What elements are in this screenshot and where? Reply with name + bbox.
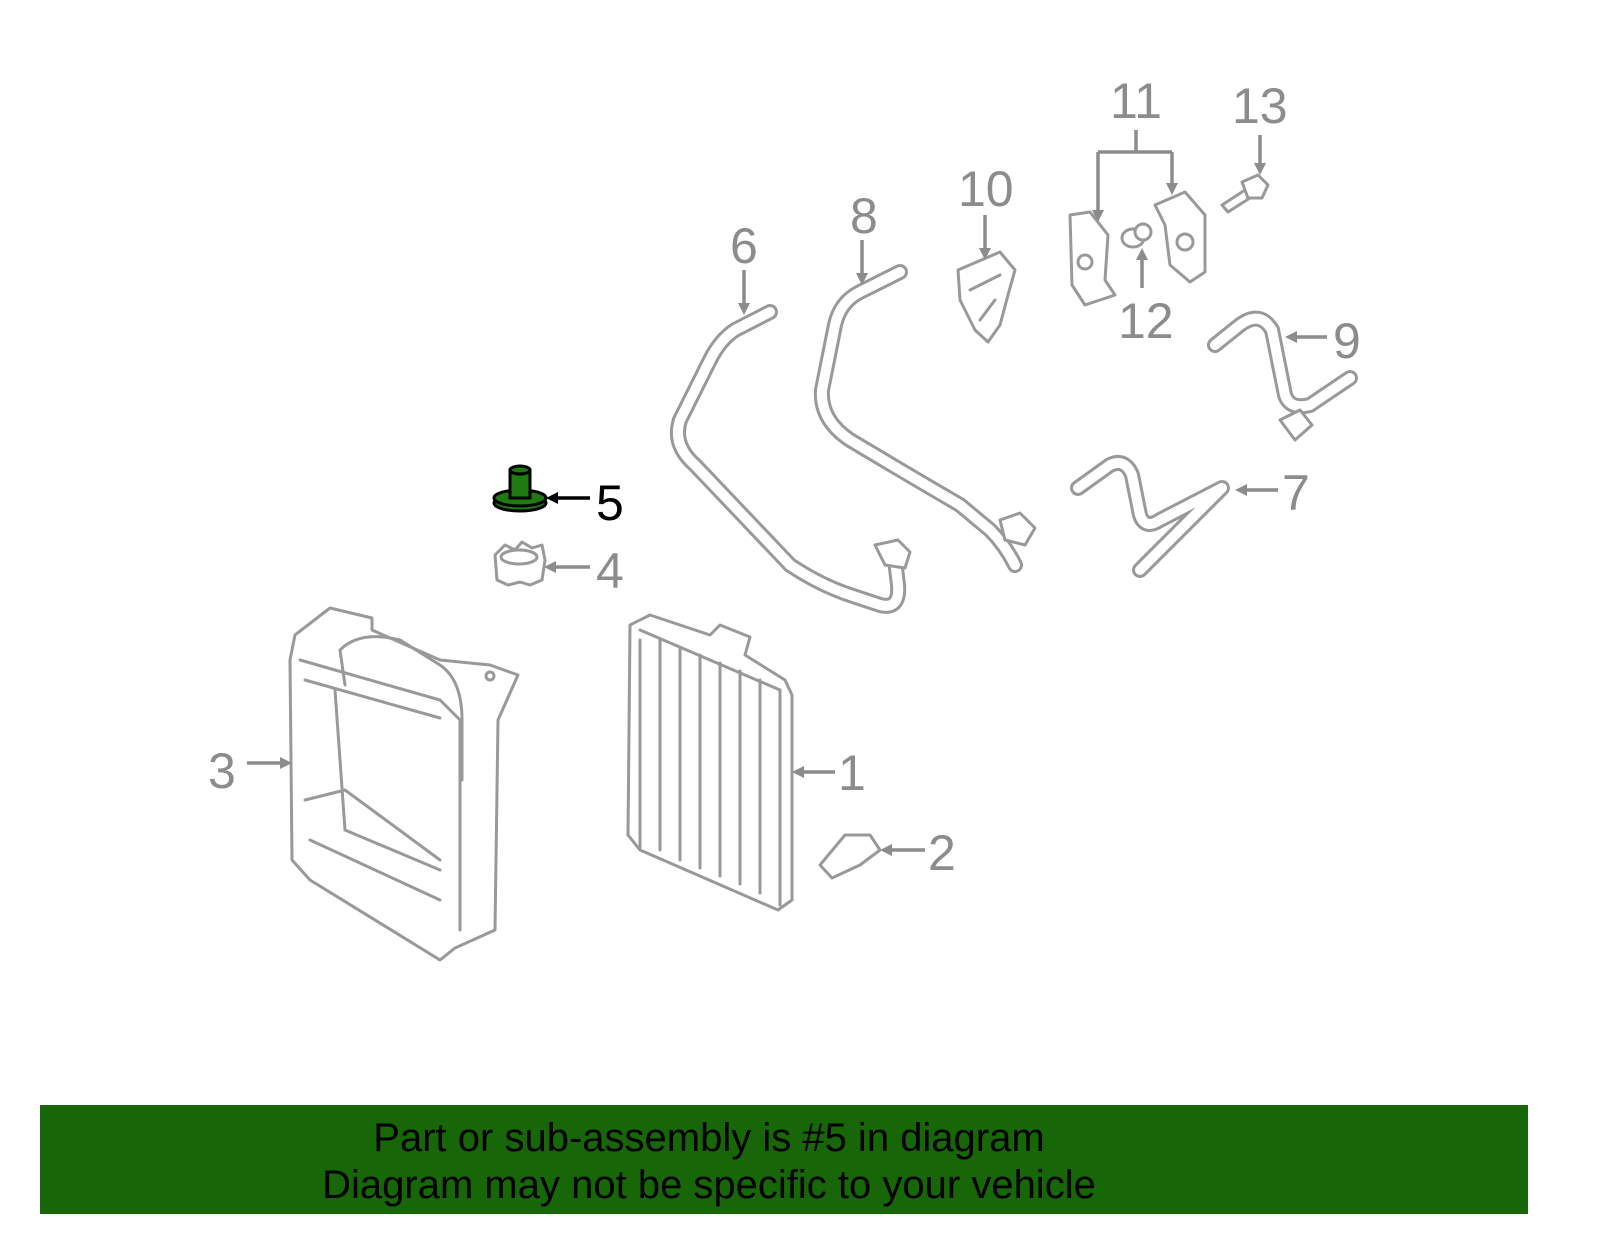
info-banner: Part or sub-assembly is #5 in diagram Di…	[40, 1105, 1528, 1214]
part-4-nut[interactable]	[493, 540, 547, 587]
callout-12: 12	[1118, 293, 1174, 349]
part-13-bolt[interactable]	[1220, 173, 1270, 214]
part-5-highlighted[interactable]	[492, 464, 548, 513]
callout-11: 11	[1110, 73, 1162, 129]
callout-1: 1	[838, 745, 866, 801]
part-7-hose[interactable]	[1070, 455, 1230, 578]
callout-arrows	[247, 130, 1327, 856]
part-9-hose[interactable]	[1207, 310, 1358, 442]
banner-line-1: Part or sub-assembly is #5 in diagram	[373, 1116, 1045, 1160]
callout-13: 13	[1232, 78, 1288, 134]
part-10-clip[interactable]	[956, 250, 1017, 344]
part-12-grommet[interactable]	[1120, 222, 1153, 249]
callout-9: 9	[1333, 313, 1361, 369]
callout-2: 2	[928, 825, 956, 881]
part-11-brackets[interactable]	[1068, 190, 1207, 307]
callout-5: 5	[596, 475, 624, 531]
part-3-shroud[interactable]	[288, 606, 520, 962]
callout-7: 7	[1282, 465, 1310, 521]
part-1-cooler[interactable]	[626, 613, 794, 912]
part-8-hose[interactable]	[813, 264, 1037, 573]
callout-8: 8	[850, 188, 878, 244]
callout-3: 3	[208, 743, 236, 799]
callout-10: 10	[958, 161, 1014, 217]
part-2-bracket[interactable]	[818, 833, 882, 880]
part-6-hose[interactable]	[669, 304, 912, 614]
banner-line-2: Diagram may not be specific to your vehi…	[322, 1163, 1096, 1207]
callout-6: 6	[730, 218, 758, 274]
callout-4: 4	[596, 543, 624, 599]
